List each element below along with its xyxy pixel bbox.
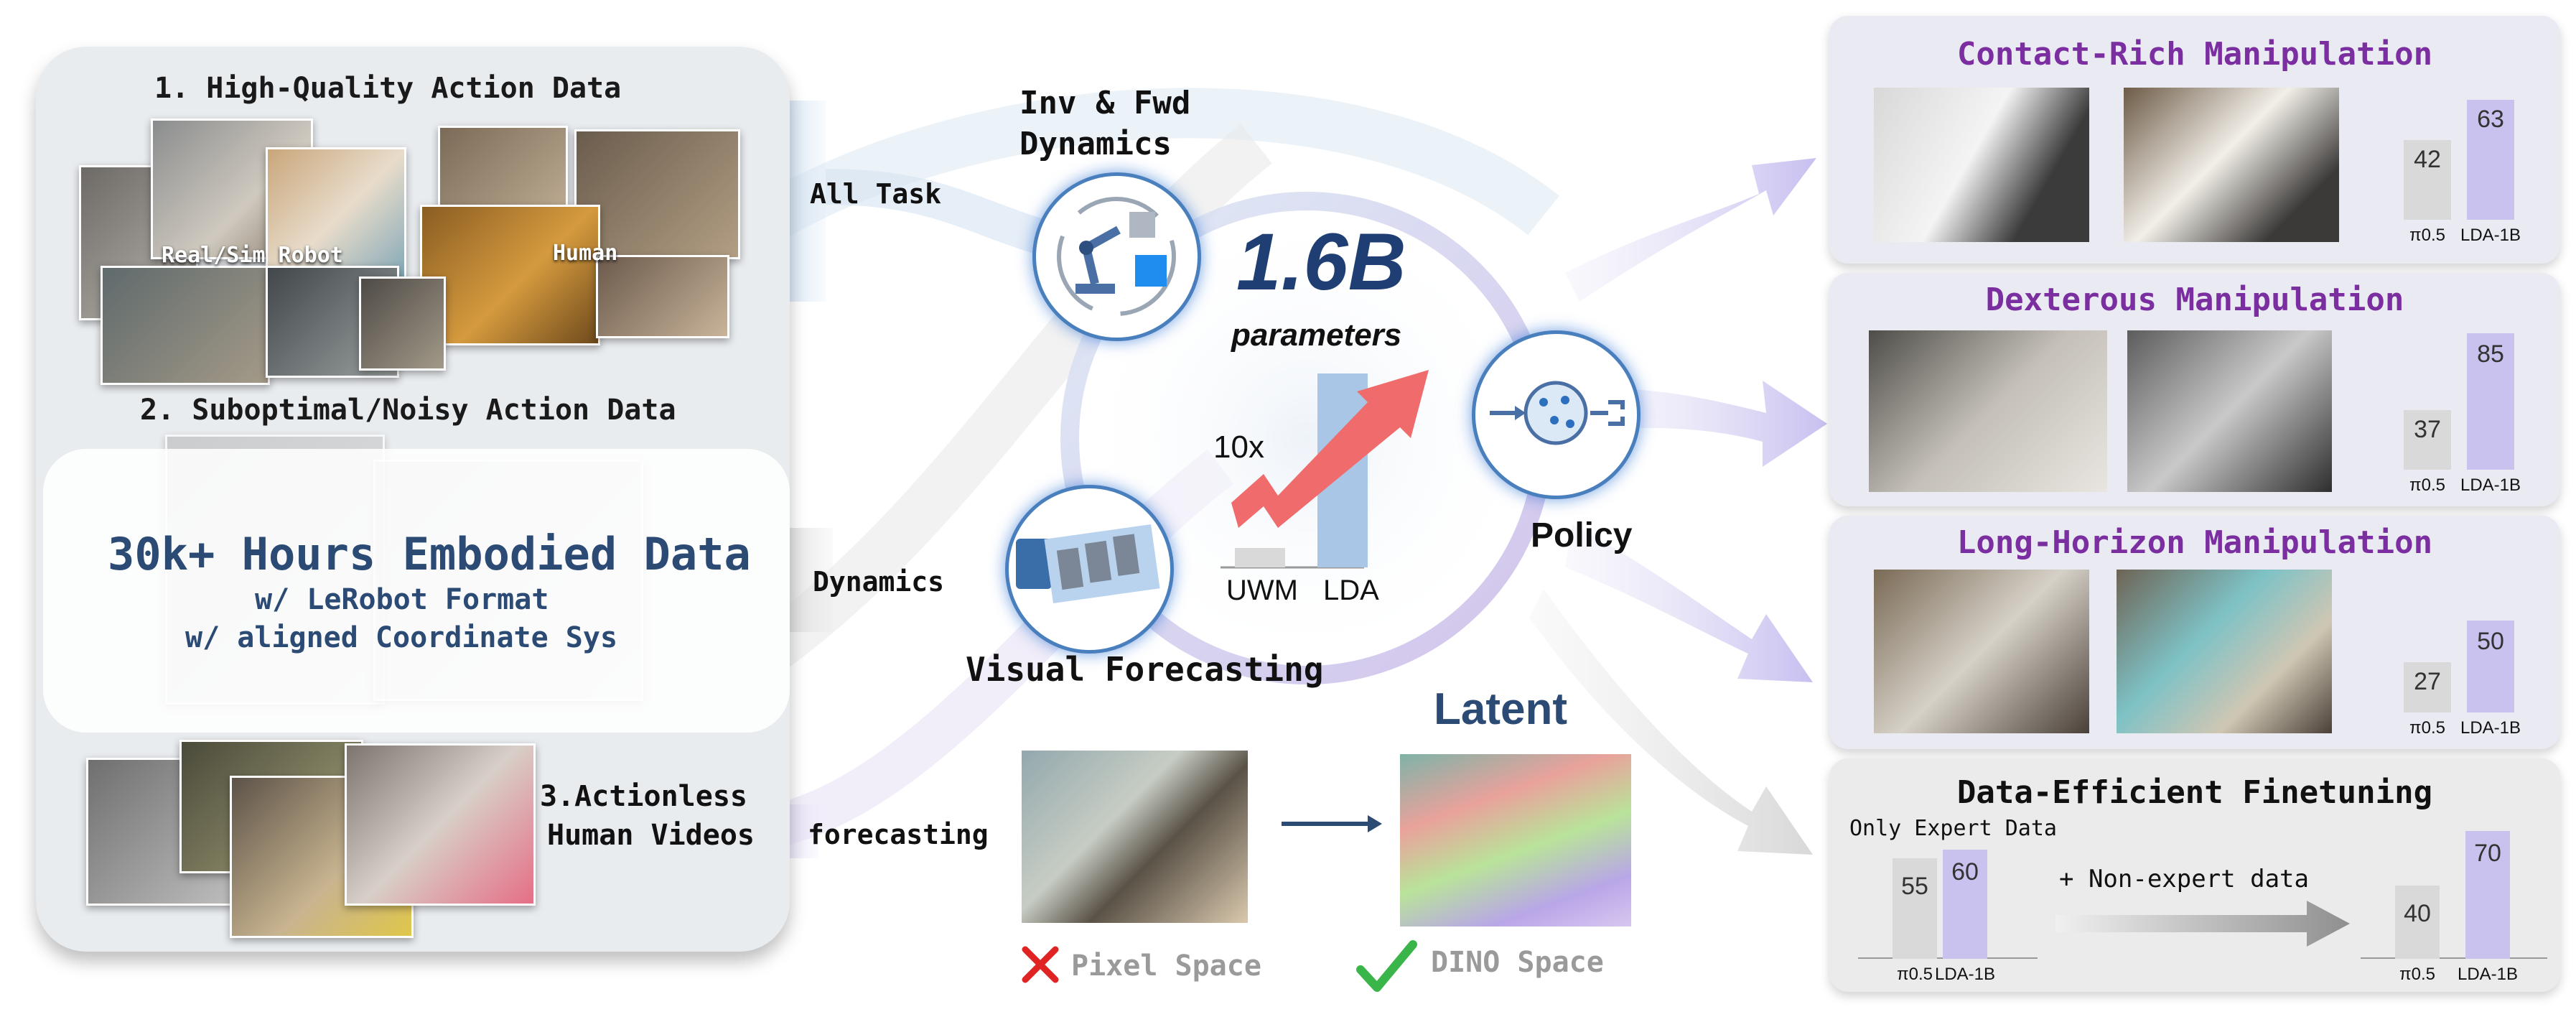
baseline-label: π0.5 xyxy=(2409,226,2445,245)
long-horizon-card: Long-Horizon Manipulation 27 50 π0.5 LDA… xyxy=(1829,516,2560,749)
card-title: Long-Horizon Manipulation xyxy=(1956,524,2433,561)
dexterous-photo-2 xyxy=(2127,330,2332,492)
visual-forecasting-title: Visual Forecasting xyxy=(966,650,1324,689)
finetune-arrow-icon xyxy=(2055,901,2350,947)
contact-rich-bar-chart: 42 63 π0.5 LDA-1B xyxy=(2375,80,2547,246)
card-title: Dexterous Manipulation xyxy=(1985,282,2404,318)
mixed-bar-chart: 40 70 π0.5 LDA-1B xyxy=(2361,831,2547,985)
uwm-bar xyxy=(1235,548,1285,567)
inv-fwd-title-line2: Dynamics xyxy=(1019,126,1172,162)
coordinate-sys-text: w/ aligned Coordinate Sys xyxy=(185,621,618,654)
scale-multiplier: 10x xyxy=(1213,429,1264,465)
baseline-bar: 40 xyxy=(2395,886,2440,959)
contact-rich-photo-2 xyxy=(2124,88,2339,242)
long-horizon-photo-1 xyxy=(1874,570,2089,733)
ours-bar: 60 xyxy=(1943,850,1987,959)
baseline-value: 37 xyxy=(2414,416,2441,443)
human-photo-4 xyxy=(596,255,729,338)
contact-rich-card: Contact-Rich Manipulation 42 63 π0.5 LDA… xyxy=(1829,16,2560,264)
human-photo-2 xyxy=(574,129,740,259)
parameter-count: 1.6B xyxy=(1236,217,1406,307)
ours-value: 63 xyxy=(2477,106,2504,133)
ours-label: LDA-1B xyxy=(1934,965,1996,984)
baseline-value: 40 xyxy=(2404,900,2431,927)
human-photo-3 xyxy=(420,205,600,345)
expert-bar-chart: 55 60 π0.5 LDA-1B xyxy=(1858,841,2038,985)
ours-value: 50 xyxy=(2477,628,2504,655)
uwm-label: UWM xyxy=(1226,575,1298,606)
all-task-label: All Task xyxy=(810,178,942,210)
section-suboptimal-title: 2. Suboptimal/Noisy Action Data xyxy=(140,394,676,427)
dynamics-flow-label: Dynamics xyxy=(813,566,945,598)
card-title: Data-Efficient Finetuning xyxy=(1956,774,2433,811)
latent-arrow-icon xyxy=(1368,815,1382,832)
real-sim-robot-label: Real/Sim Robot xyxy=(162,243,343,268)
baseline-label: π0.5 xyxy=(1897,965,1933,984)
lerobot-format-text: w/ LeRobot Format xyxy=(255,583,549,616)
pixel-space-image xyxy=(1022,751,1248,923)
pixel-space-label: Pixel Space xyxy=(1071,949,1261,983)
dexterous-card: Dexterous Manipulation 37 85 π0.5 LDA-1B xyxy=(1829,273,2560,506)
ours-bar: 50 xyxy=(2467,621,2514,712)
robot-arm-icon xyxy=(1032,172,1201,341)
ours-value: 60 xyxy=(1951,858,1979,886)
forecasting-flow-label: forecasting xyxy=(808,819,989,850)
baseline-label: π0.5 xyxy=(2409,718,2445,738)
dino-space-image xyxy=(1400,754,1631,927)
data-summary-overlay xyxy=(43,449,790,733)
long-horizon-bar-chart: 27 50 π0.5 LDA-1B xyxy=(2375,566,2547,738)
card-title: Contact-Rich Manipulation xyxy=(1956,36,2433,73)
ours-label: LDA-1B xyxy=(2460,718,2521,738)
robot-photo-4 xyxy=(101,266,270,385)
baseline-value: 42 xyxy=(2414,146,2441,173)
latent-title: Latent xyxy=(1434,684,1567,734)
baseline-label: π0.5 xyxy=(2399,965,2435,984)
ours-bar: 63 xyxy=(2467,100,2514,220)
data-hours-title: 30k+ Hours Embodied Data xyxy=(108,528,751,580)
baseline-value: 55 xyxy=(1901,873,1928,900)
ours-label: LDA-1B xyxy=(2460,226,2521,245)
long-horizon-photo-2 xyxy=(2117,570,2332,733)
inv-fwd-title-line1: Inv & Fwd xyxy=(1019,85,1191,121)
baseline-bar: 27 xyxy=(2404,662,2451,712)
human-videos-title: Human Videos xyxy=(547,819,755,852)
ours-label: LDA-1B xyxy=(2457,965,2519,984)
human-label: Human xyxy=(553,241,618,266)
finetuning-card: Data-Efficient Finetuning Only Expert Da… xyxy=(1829,758,2560,992)
dexterous-photo-1 xyxy=(1869,330,2107,492)
non-expert-label: + Non-expert data xyxy=(2059,865,2309,893)
ours-value: 85 xyxy=(2477,340,2504,368)
human-video-photo-4 xyxy=(345,743,536,906)
baseline-axis xyxy=(2361,957,2547,959)
expert-data-label: Only Expert Data xyxy=(1849,816,2057,841)
ours-value: 70 xyxy=(2474,840,2501,867)
section-high-quality-title: 1. High-Quality Action Data xyxy=(154,72,622,105)
human-photo-5 xyxy=(359,277,446,371)
check-icon xyxy=(1356,940,1417,992)
growth-arrow-icon xyxy=(1231,370,1429,528)
dexterous-bar-chart: 37 85 π0.5 LDA-1B xyxy=(2375,323,2547,496)
ours-bar: 85 xyxy=(2467,333,2514,470)
film-strip-icon xyxy=(1005,485,1174,654)
baseline-bar: 55 xyxy=(1893,858,1937,959)
dino-space-label: DINO Space xyxy=(1431,946,1604,979)
policy-brain-icon xyxy=(1472,330,1641,499)
policy-title: Policy xyxy=(1531,516,1633,554)
baseline-label: π0.5 xyxy=(2409,475,2445,495)
baseline-bar: 37 xyxy=(2404,410,2451,470)
contact-rich-photo-1 xyxy=(1874,88,2089,242)
lda-label: LDA xyxy=(1323,575,1379,606)
parameters-word: parameters xyxy=(1231,317,1402,353)
baseline-value: 27 xyxy=(2414,668,2441,695)
baseline-bar: 42 xyxy=(2404,140,2451,220)
cross-icon xyxy=(1022,946,1059,983)
actionless-title: 3.Actionless xyxy=(540,780,747,813)
ours-bar: 70 xyxy=(2465,831,2510,959)
ours-label: LDA-1B xyxy=(2460,475,2521,495)
